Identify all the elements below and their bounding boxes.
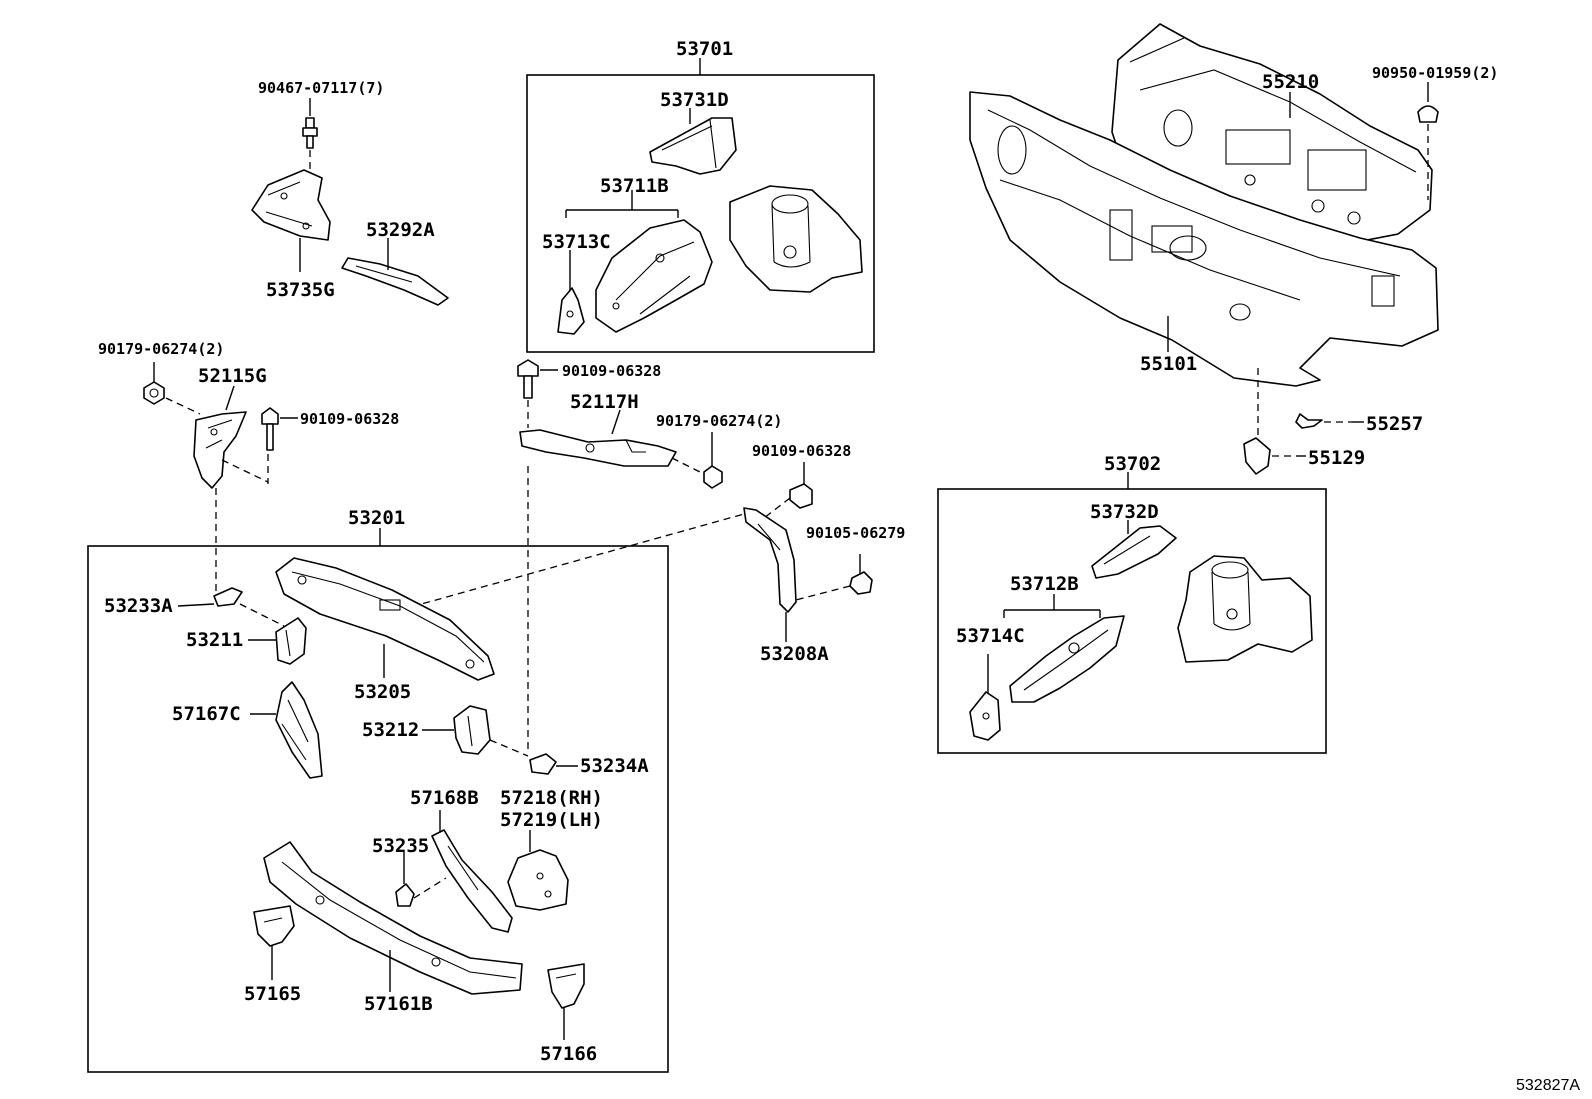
label-53712b: 53712B [1010, 573, 1079, 595]
label-53714c: 53714C [956, 625, 1025, 647]
label-90109-06328-right: 90109-06328 [752, 442, 851, 460]
leader-52115g [225, 385, 235, 411]
part-53205-radiator-support-upper [275, 557, 495, 681]
label-57168b: 57168B [410, 787, 479, 809]
label-53735g: 53735G [266, 279, 335, 301]
label-55210: 55210 [1262, 71, 1319, 93]
part-90950-01959-plug [1417, 105, 1439, 123]
part-53211-bracket [275, 617, 307, 665]
part-53292a-seal [341, 257, 449, 306]
label-90950-01959: 90950-01959(2) [1372, 64, 1498, 82]
part-90109-06328-bolt-right [789, 483, 813, 509]
label-90109-06328-left: 90109-06328 [300, 410, 399, 428]
label-55257: 55257 [1366, 413, 1423, 435]
part-52115g-support [193, 411, 247, 489]
label-53211: 53211 [186, 629, 243, 651]
label-53713c: 53713C [542, 231, 611, 253]
label-53234a: 53234A [580, 755, 649, 777]
label-90109-06328-center: 90109-06328 [562, 362, 661, 380]
part-53735g-bracket [251, 169, 331, 241]
part-55101-dash-panel [969, 91, 1439, 387]
label-57167c: 57167C [172, 703, 241, 725]
label-57165: 57165 [244, 983, 301, 1005]
label-53208a: 53208A [760, 643, 829, 665]
label-53702: 53702 [1104, 453, 1161, 475]
part-53711b-apron-member [595, 219, 713, 333]
part-53732d-extension [1091, 525, 1177, 579]
dash-53205-to-53208a [399, 513, 745, 611]
leader-53233a [177, 603, 215, 607]
label-53205: 53205 [354, 681, 411, 703]
part-57218-57219-bracket [507, 849, 569, 911]
part-90109-06328-bolt-left [261, 407, 279, 451]
label-53732d: 53732D [1090, 501, 1159, 523]
part-53702-suspension-tower [1177, 555, 1313, 663]
label-55129: 55129 [1308, 447, 1365, 469]
label-52115g: 52115G [198, 365, 267, 387]
label-53292a: 53292A [366, 219, 435, 241]
part-57168b-brace [431, 829, 513, 933]
part-53731d-extension [649, 117, 737, 175]
label-53235: 53235 [372, 835, 429, 857]
label-90105-06279: 90105-06279 [806, 524, 905, 542]
label-57161b: 57161B [364, 993, 433, 1015]
part-53713c-gusset [557, 287, 585, 335]
label-53212: 53212 [362, 719, 419, 741]
part-53235-bracket [395, 883, 415, 907]
label-52117h: 52117H [570, 391, 639, 413]
part-90179-06274-nut-center [703, 465, 723, 489]
part-53234a-bracket [529, 753, 557, 775]
part-53212-bracket [453, 705, 491, 755]
label-53233a: 53233A [104, 595, 173, 617]
label-90179-06274-left: 90179-06274(2) [98, 340, 224, 358]
label-55101: 55101 [1140, 353, 1197, 375]
label-53201: 53201 [348, 507, 405, 529]
part-53233a-bracket [213, 587, 243, 607]
part-90467-07117-bolt [302, 117, 318, 149]
label-90179-06274-center: 90179-06274(2) [656, 412, 782, 430]
part-53714c-gusset [969, 691, 1001, 741]
part-53712b-apron-member [1009, 615, 1125, 703]
label-57219-lh: 57219(LH) [500, 809, 603, 831]
label-57166: 57166 [540, 1043, 597, 1065]
part-57161b-radiator-support-lower [263, 841, 523, 995]
leader-52117h [611, 409, 621, 435]
label-53731d: 53731D [660, 89, 729, 111]
label-57218-rh: 57218(RH) [500, 787, 603, 809]
part-90105-06279-bolt [849, 571, 873, 595]
part-53701-suspension-tower [729, 185, 863, 293]
part-90179-06274-nut-left [143, 381, 165, 405]
assembly-box-53201 [87, 545, 669, 1073]
drawing-reference-number: 532827A [1516, 1077, 1580, 1094]
label-90467-07117: 90467-07117(7) [258, 79, 384, 97]
part-57166-guard [547, 963, 585, 1009]
part-53208a-brace [743, 507, 797, 613]
part-55129-grommet [1243, 437, 1271, 475]
label-53701: 53701 [676, 38, 733, 60]
part-52117h-support [519, 429, 677, 467]
part-57165-guard [253, 905, 295, 947]
part-90109-06328-bolt-center [517, 359, 539, 399]
part-55257-clip [1295, 413, 1323, 429]
part-57167c-brace [275, 681, 323, 779]
label-53711b: 53711B [600, 175, 669, 197]
assembly-box-53702 [937, 488, 1327, 754]
